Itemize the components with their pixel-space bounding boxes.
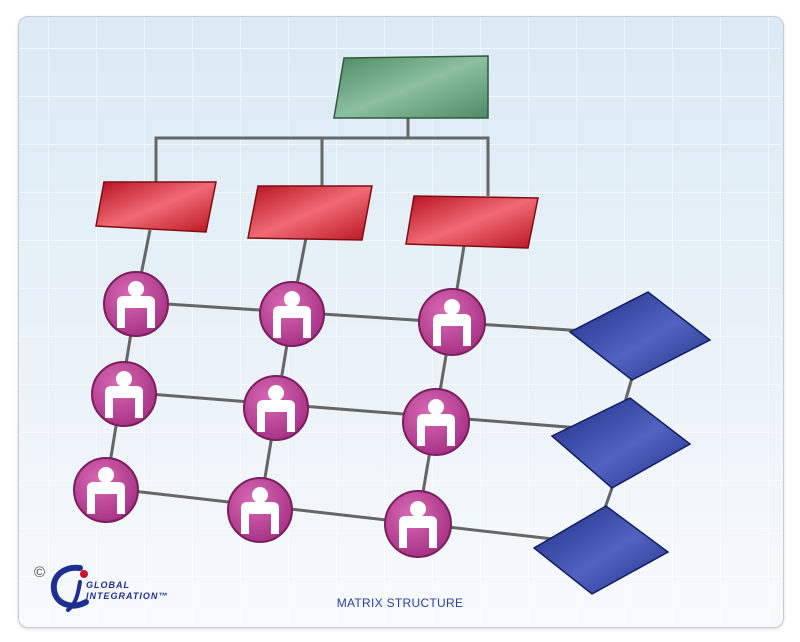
manager-box-2	[247, 185, 373, 241]
project-diamond-2	[550, 397, 692, 489]
manager-box-3	[405, 195, 539, 249]
person-nodes	[73, 271, 486, 558]
top-management-box	[333, 55, 489, 119]
logo-text-line1: GLOBAL	[86, 580, 130, 590]
copyright-symbol: ©	[34, 564, 46, 581]
logo-swoosh-icon	[50, 564, 89, 612]
project-diamond-3	[532, 505, 670, 595]
person-icon	[402, 388, 470, 456]
person-icon	[91, 361, 157, 427]
logo-text-line2: INTEGRATION™	[86, 591, 169, 601]
person-icon	[227, 477, 293, 543]
person-icon	[418, 288, 486, 356]
manager-box-1	[95, 181, 217, 233]
background-grid	[19, 17, 781, 625]
person-icon	[243, 375, 309, 441]
person-icon	[103, 271, 169, 337]
person-icon	[259, 281, 325, 347]
diagram-caption: MATRIX STRUCTURE	[336, 596, 464, 610]
person-icon	[73, 457, 139, 523]
project-diamond-1	[568, 291, 712, 381]
global-integration-logo: GLOBAL INTEGRATION™	[50, 562, 220, 614]
person-icon	[384, 490, 452, 558]
